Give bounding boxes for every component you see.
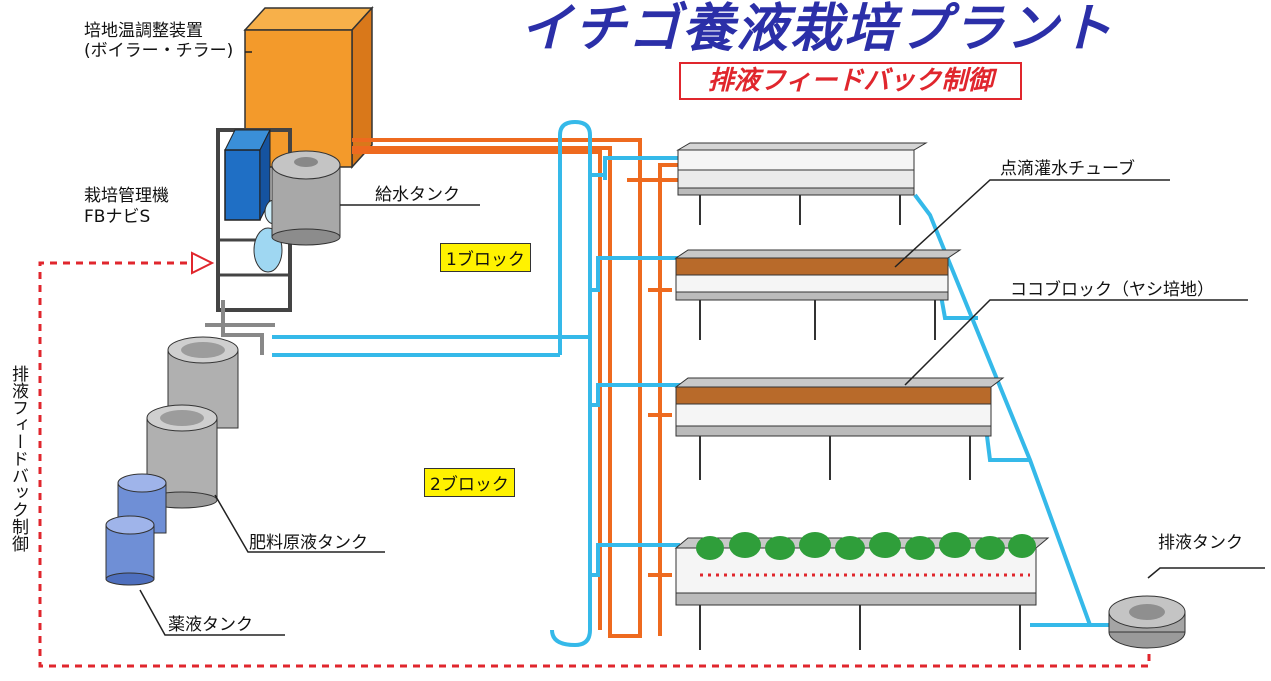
controller-pipes (205, 300, 275, 355)
label-controller-2: FBナビS (84, 207, 151, 227)
bench-2 (674, 249, 962, 340)
water-tank (271, 150, 341, 246)
label-chemical-tank: 薬液タンク (168, 615, 253, 635)
page-title: イチゴ養液栽培プラント (520, 0, 1115, 59)
label-controller-1: 栽培管理機 (84, 186, 169, 206)
chemical-tanks (105, 473, 167, 586)
label-drain-tank: 排液タンク (1158, 533, 1243, 553)
label-temp-device-2: (ボイラー・チラー) (84, 41, 234, 61)
bench-1 (676, 142, 928, 225)
label-water-tank: 給水タンク (375, 185, 460, 205)
boiler-unit (243, 6, 374, 169)
label-feedback-vertical: 排液フィードバック制御 (8, 365, 28, 552)
feedback-line (38, 261, 1151, 668)
label-drip-tube: 点滴灌水チューブ (1000, 159, 1135, 179)
label-temp-device-1: 培地温調整装置 (84, 21, 203, 41)
controller-unit (216, 128, 292, 312)
block-tag-1: 1ブロック (440, 243, 531, 272)
label-fertilizer-tank: 肥料原液タンク (249, 533, 368, 553)
drain-tank (1108, 595, 1186, 649)
strawberry-plants (696, 532, 1036, 560)
label-coco-block: ココブロック（ヤシ培地） (1010, 280, 1214, 300)
bench-4 (674, 532, 1050, 650)
bench-3 (674, 377, 1005, 480)
subtitle-box: 排液フィードバック制御 (679, 62, 1022, 100)
feedback-arrow-icon (191, 251, 215, 275)
leader-lines (139, 51, 1265, 636)
block-tag-2: 2ブロック (424, 468, 515, 497)
